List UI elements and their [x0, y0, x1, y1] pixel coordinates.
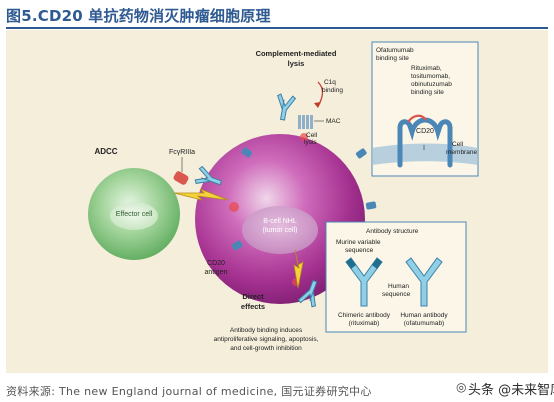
rituximab-site-label-4: binding site	[411, 89, 444, 96]
direct-effects-label-2: effects	[241, 302, 265, 311]
effector-cell	[88, 168, 180, 260]
lightning-icon	[173, 188, 229, 201]
figure-title: 图5.CD20 单抗药物消灭肿瘤细胞原理	[6, 7, 271, 25]
antibody-structure-inset	[325, 221, 467, 333]
effector-cell-label: Effector cell	[116, 211, 153, 218]
antibody-icon	[273, 93, 297, 122]
c1q-label-2: binding	[322, 87, 343, 94]
title-rule	[6, 27, 548, 29]
tumor-cell	[195, 134, 365, 304]
watermark-text: 头条 @未来智库	[468, 383, 554, 398]
murine-label-2: sequence	[345, 247, 374, 254]
cell-lysis-label: Cell	[306, 132, 318, 139]
rituximab-site-label-3: obinutuzumab	[411, 81, 452, 88]
chimeric-label-2: (rituximab)	[349, 320, 380, 327]
tumor-cell-label: B-cell NHL	[263, 218, 297, 225]
human-antibody-label: Human antibody	[400, 312, 448, 319]
cd20-binding-inset	[371, 41, 479, 177]
fc-receptor-icon	[173, 171, 189, 185]
watermark: ◎ 头条 @未来智库	[452, 374, 554, 400]
complement-label: Complement-mediated	[256, 49, 337, 58]
fcgamma-label: FcγRIIIa	[169, 149, 195, 156]
human-antibody-label-2: (ofatumumab)	[404, 320, 444, 327]
cd20-inset-label: CD20	[416, 128, 434, 135]
human-seq-label-2: sequence	[382, 291, 411, 298]
human-seq-label: Human	[388, 283, 409, 290]
mac-complex-icon	[298, 115, 313, 129]
direct-effects-label: Direct	[242, 292, 264, 301]
adcc-label: ADCC	[94, 147, 117, 156]
complement-label-2: lysis	[288, 59, 305, 68]
c1q-label: C1q	[324, 79, 336, 86]
adcc-hit-marker	[229, 202, 239, 212]
cell-lysis-label-2: lysis	[304, 139, 317, 146]
chimeric-label: Chimeric antibody	[338, 312, 391, 319]
rituximab-site-label-2: tositumomab,	[411, 73, 450, 80]
human-antibody-icon	[405, 257, 443, 307]
tumor-cell-sublabel: (tumor cell)	[262, 227, 297, 234]
direct-desc-2: antiproliferative signaling, apoptosis,	[214, 336, 319, 343]
cell-membrane-label-2: membrane	[446, 149, 477, 156]
ofatumumab-site-label: Ofatumumab	[376, 47, 414, 54]
direct-desc-1: Antibody binding induces	[230, 327, 303, 334]
source-note: 资料来源: The new England journal of medicin…	[6, 385, 372, 398]
murine-label: Murine variable	[336, 239, 381, 246]
lightning-icon	[293, 249, 304, 289]
direct-desc-3: and cell-growth inhibition	[230, 345, 302, 352]
cd20-antigen-label-2: antigen	[205, 269, 228, 276]
rituximab-site-label: Rituximab,	[411, 65, 442, 72]
cd20-antigen-label: CD20	[207, 260, 225, 267]
cd20-receptor-icon	[231, 147, 377, 265]
camera-icon: ◎	[456, 380, 467, 394]
antibody-structure-heading: Antibody structure	[366, 228, 419, 235]
ofatumumab-site-label-2: binding site	[376, 55, 409, 62]
cell-membrane-label: Cell	[452, 141, 464, 148]
mac-label: MAC	[326, 118, 341, 125]
complement-hit-marker	[300, 133, 308, 141]
cd20-mechanism-diagram: B-cell NHL (tumor cell) Effector cell Co…	[88, 41, 479, 352]
chimeric-antibody-icon	[345, 257, 383, 307]
